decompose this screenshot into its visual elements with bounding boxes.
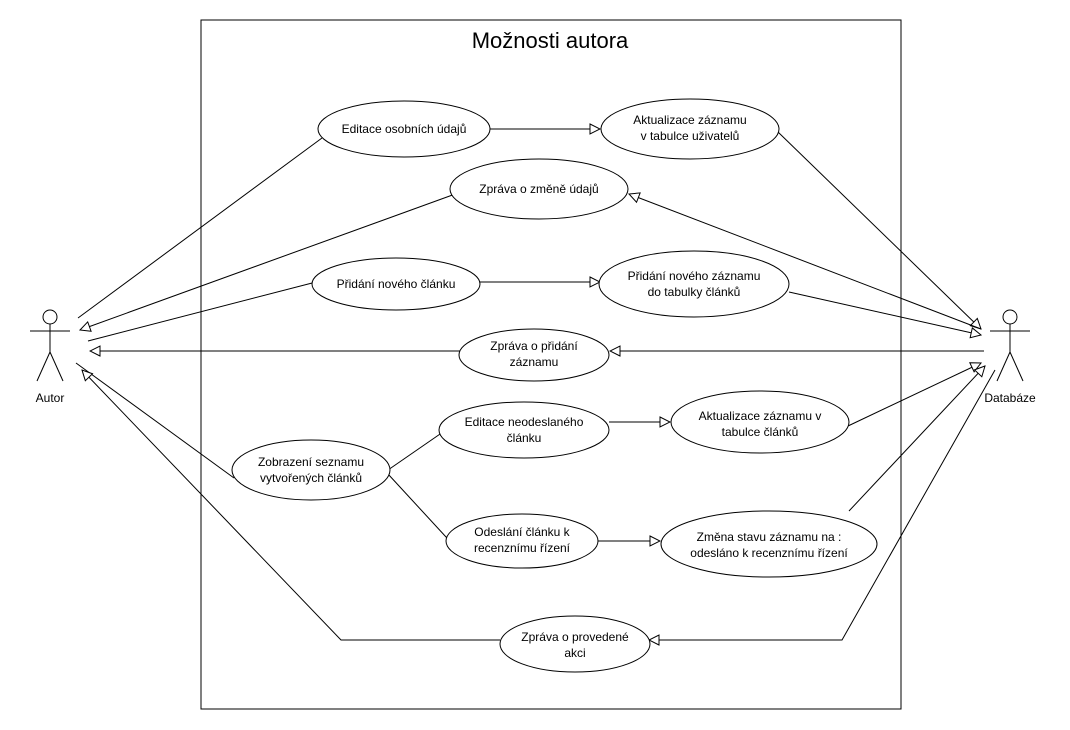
use-case-show-list[interactable]: Zobrazení seznamu vytvořených článků	[231, 439, 391, 501]
actor-label: Autor	[36, 391, 65, 405]
line-show-list-edit-unsent	[387, 431, 444, 471]
use-case-label-line1: Přidání nového záznamu	[628, 269, 761, 283]
use-case-label-line1: Aktualizace záznamu	[633, 113, 746, 127]
use-case-label-line1: Odeslání článku k	[474, 525, 570, 539]
use-case-label-line2: v tabulce uživatelů	[641, 129, 740, 143]
use-case-label-line2: tabulce článků	[722, 425, 799, 439]
arrow-add-record-to-db	[788, 291, 981, 335]
actor-database[interactable]: Databáze	[984, 309, 1036, 405]
arrow-db-to-msg-change	[629, 194, 982, 330]
use-case-update-articles[interactable]: Aktualizace záznamu v tabulce článků	[670, 390, 850, 454]
use-case-msg-change[interactable]: Zpráva o změně údajů	[449, 158, 629, 220]
use-case-msg-added[interactable]: Zpráva o přidání záznamu	[458, 328, 610, 382]
use-case-label-line1: Zpráva o provedené	[521, 630, 629, 644]
arrow-update-users-to-db	[777, 131, 981, 329]
line-author-show-list	[75, 362, 235, 479]
use-case-add-record[interactable]: Přidání nového záznamu do tabulky článků	[598, 250, 790, 318]
use-case-label-line2: do tabulky článků	[648, 285, 741, 299]
stick-figure-icon	[30, 309, 70, 382]
use-case-label: Editace osobních údajů	[342, 122, 467, 136]
use-case-label: Přidání nového článku	[337, 277, 456, 291]
stick-figure-icon	[990, 309, 1030, 382]
use-case-change-state[interactable]: Změna stavu záznamu na : odesláno k rece…	[660, 510, 878, 578]
arrow-msg-change-to-author	[80, 192, 459, 330]
use-case-label-line1: Aktualizace záznamu v	[699, 409, 822, 423]
use-case-edit-unsent[interactable]: Editace neodeslaného článku	[438, 401, 610, 459]
use-case-label-line1: Změna stavu záznamu na :	[697, 530, 842, 544]
system-boundary	[200, 19, 902, 710]
use-case-label-line1: Zpráva o přidání	[490, 339, 578, 353]
arrow-db-to-msg-action	[649, 369, 996, 640]
actor-label: Databáze	[984, 391, 1036, 405]
use-case-label-line2: recenznímu řízení	[474, 541, 571, 555]
use-case-label-line2: záznamu	[510, 355, 559, 369]
line-author-edit-personal	[77, 137, 323, 319]
use-case-label-line1: Zobrazení seznamu	[258, 455, 364, 469]
use-case-label-line1: Editace neodeslaného	[465, 415, 584, 429]
use-case-edit-personal[interactable]: Editace osobních údajů	[317, 100, 491, 158]
arrow-change-state-to-db	[848, 366, 985, 512]
use-case-label-line2: akci	[564, 646, 585, 660]
line-author-add-article	[87, 281, 317, 342]
arrow-msg-action-to-author	[82, 370, 500, 641]
use-case-msg-action[interactable]: Zpráva o provedené akci	[499, 615, 651, 673]
use-case-label-line2: odesláno k recenznímu řízení	[690, 546, 848, 560]
system-title: Možnosti autora	[472, 28, 629, 53]
use-case-update-users[interactable]: Aktualizace záznamu v tabulce uživatelů	[600, 98, 780, 160]
connections	[75, 129, 996, 641]
use-case-label-line2: vytvořených článků	[260, 471, 362, 485]
actor-author[interactable]: Autor	[30, 309, 70, 405]
use-case-send-review[interactable]: Odeslání článku k recenznímu řízení	[445, 513, 599, 569]
use-case-label-line2: článku	[507, 431, 542, 445]
use-case-label: Zpráva o změně údajů	[479, 182, 598, 196]
use-case-add-article[interactable]: Přidání nového článku	[311, 257, 481, 311]
arrow-update-articles-to-db	[847, 363, 981, 427]
